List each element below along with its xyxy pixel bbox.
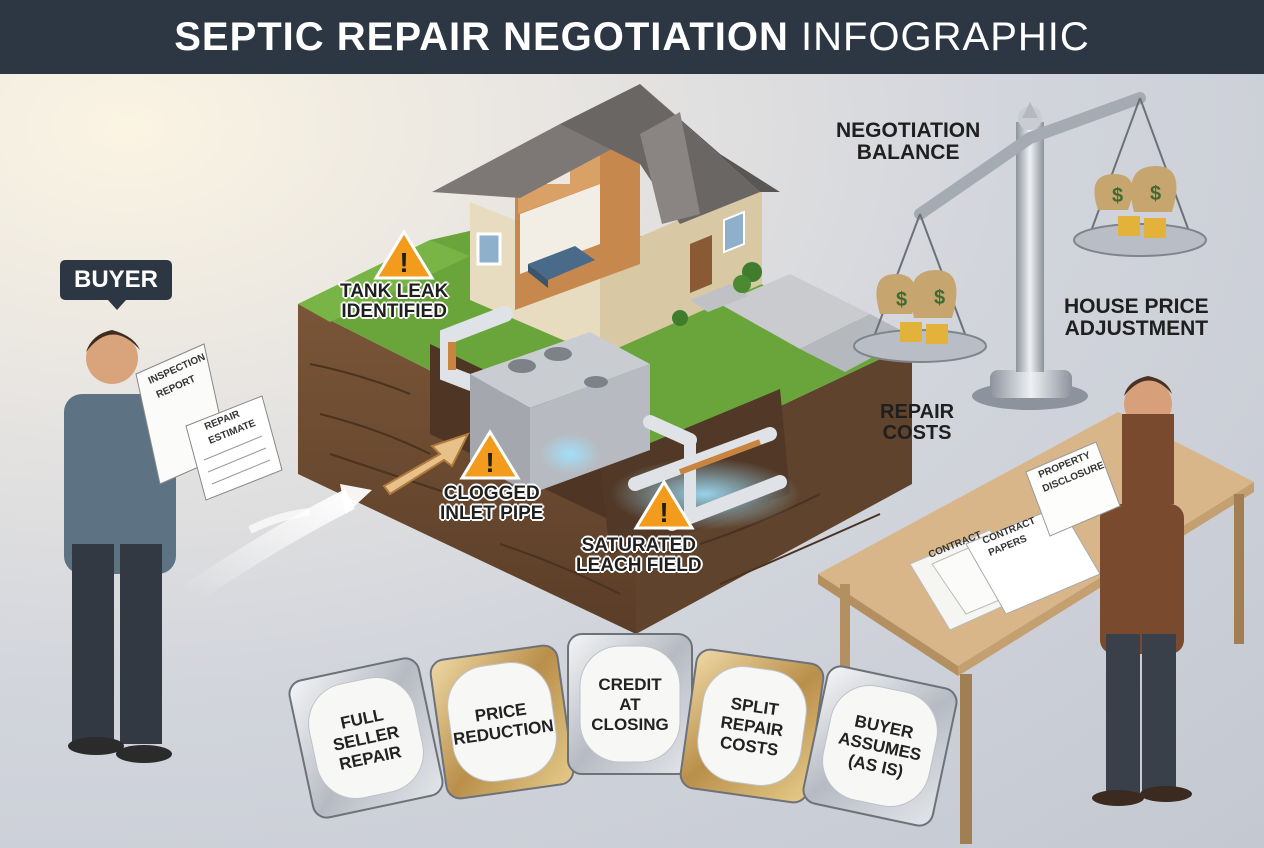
balance-line-1: NEGOTIATION	[836, 119, 981, 142]
svg-text:$: $	[896, 289, 907, 311]
svg-text:$: $	[1150, 183, 1161, 205]
buyer-tag: BUYER	[60, 260, 173, 310]
option-card-label: AT	[619, 695, 641, 714]
negotiation-options: FULLSELLERREPAIRPRICEREDUCTIONCREDITATCL…	[288, 633, 958, 827]
tank-leak-line-2: IDENTIFIED	[341, 300, 447, 322]
title-bold: SEPTIC REPAIR NEGOTIATION	[174, 14, 789, 59]
inlet-line-1: CLOGGED	[443, 483, 540, 504]
scene-illustration: ! ! ! $	[64, 84, 1254, 844]
clogged-inlet-label: CLOGGED INLET PIPE	[440, 484, 543, 524]
balance-line-2: BALANCE	[856, 141, 960, 165]
warning-icon: !	[459, 429, 521, 480]
house-cutaway	[432, 84, 780, 356]
seller-figure: PROPERTY DISCLOSURE	[1025, 376, 1192, 806]
house-price-adjustment-label: HOUSE PRICE ADJUSTMENT	[1064, 295, 1209, 341]
svg-text:!: !	[399, 247, 408, 278]
svg-text:$: $	[934, 287, 945, 309]
option-card-label: CREDIT	[598, 675, 662, 694]
adjustment-line-2: ADJUSTMENT	[1064, 317, 1209, 341]
negotiation-balance-label: NEGOTIATION BALANCE	[836, 119, 981, 165]
page-title: SEPTIC REPAIR NEGOTIATION INFOGRAPHIC	[174, 15, 1090, 60]
inlet-line-2: INLET PIPE	[440, 502, 544, 524]
tank-leak-line-1: TANK LEAK	[340, 281, 449, 302]
leach-line-2: LEACH FIELD	[576, 554, 702, 576]
svg-text:!: !	[659, 497, 668, 528]
warning-icon: !	[633, 479, 695, 530]
svg-text:$: $	[1112, 185, 1123, 207]
balance-scale: $ $ $ $	[853, 92, 1207, 410]
leach-line-1: SATURATED	[581, 535, 696, 556]
adjustment-line-1: HOUSE PRICE	[1064, 295, 1209, 318]
inlet-arrow-icon	[382, 432, 470, 496]
repair-costs-label: REPAIR COSTS	[880, 402, 954, 444]
title-banner: SEPTIC REPAIR NEGOTIATION INFOGRAPHIC	[0, 0, 1264, 74]
tank-leak-label: TANK LEAK IDENTIFIED	[340, 282, 448, 322]
repair-costs-line-1: REPAIR	[880, 401, 955, 423]
scene: ! ! ! $	[0, 74, 1264, 848]
title-light: INFOGRAPHIC	[801, 14, 1090, 59]
repair-costs-line-2: COSTS	[882, 422, 952, 444]
svg-text:!: !	[485, 447, 494, 478]
buyer-figure: INSPECTION REPORT REPAIR ESTIMATE	[64, 330, 283, 763]
saturated-leach-label: SATURATED LEACH FIELD	[576, 536, 702, 576]
warning-icon: !	[373, 229, 435, 280]
buyer-arrow-icon	[183, 489, 355, 604]
option-card-label: CLOSING	[591, 715, 668, 734]
